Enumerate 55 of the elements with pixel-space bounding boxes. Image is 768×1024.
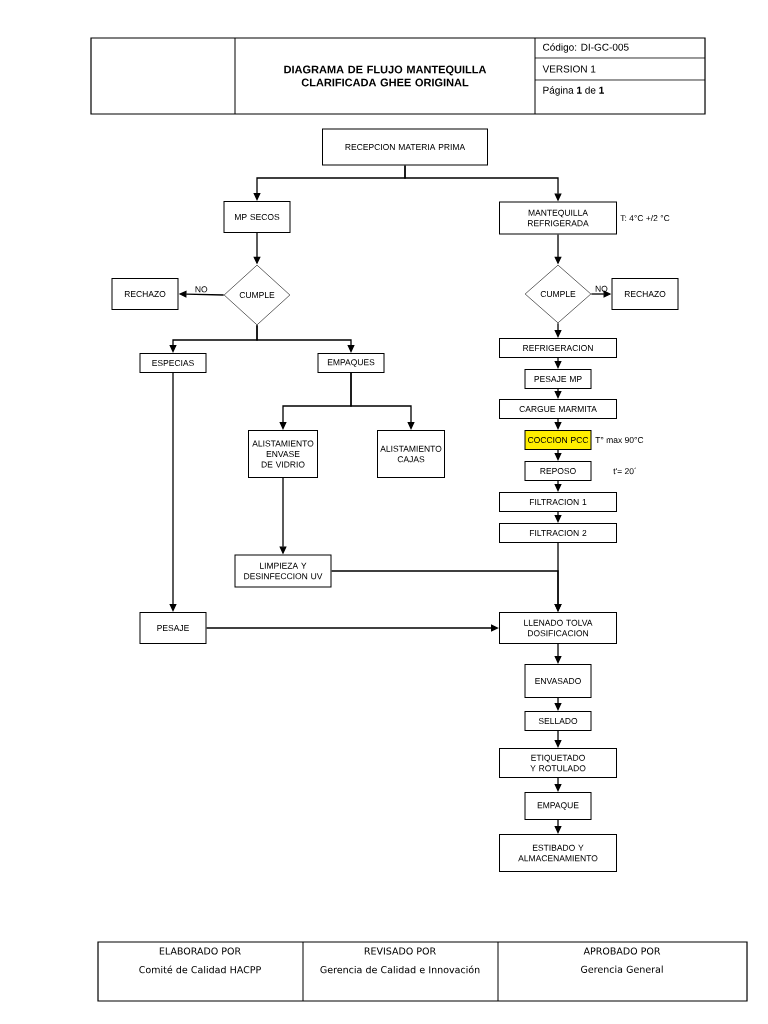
process-box: LIMPIEZA Y DESINFECCION UV xyxy=(234,554,332,588)
process-box: LLENADO TOLVA DOSIFICACION xyxy=(499,612,617,644)
footer-text: Comité de Calidad HACPP xyxy=(139,965,261,974)
arrow xyxy=(554,697,562,711)
arrow xyxy=(554,480,562,492)
annotation: t'= 20´ xyxy=(613,467,636,475)
arrow xyxy=(554,730,562,748)
title: DIAGRAMA DE FLUJO MANTEQUILLA CLARIFICADA GHEE ORIGINAL xyxy=(284,65,487,87)
process-box: MP SECOS xyxy=(223,201,291,233)
arrow xyxy=(554,449,562,461)
process-box: PESAJE xyxy=(139,612,207,644)
arrow xyxy=(554,322,562,338)
process-box: CARGUE MARMITA xyxy=(499,399,617,419)
edge-label: NO xyxy=(195,286,208,293)
process-box: COCCION PCC xyxy=(524,430,592,450)
process-box: ALISTAMIENTO ENVASE DE VIDRIO xyxy=(248,430,318,478)
process-box: RECHAZO xyxy=(111,278,179,310)
arrow xyxy=(554,643,562,664)
arrow xyxy=(554,418,562,430)
process-box: RECEPCION MATERIA PRIMA xyxy=(322,128,488,166)
header-text: Página 1 de 1 xyxy=(543,86,604,96)
footer-text: Gerencia General xyxy=(581,965,663,973)
process-box: ESTIBADO Y ALMACENAMIENTO xyxy=(499,834,617,872)
arrow xyxy=(169,372,177,612)
arrow xyxy=(554,777,562,792)
process-box: FILTRACION 2 xyxy=(499,523,617,543)
arrow xyxy=(554,357,562,369)
process-box: ALISTAMIENTO CAJAS xyxy=(377,430,445,478)
process-box: RECHAZO xyxy=(611,278,679,310)
process-box: MANTEQUILLA REFRIGERADA xyxy=(499,201,617,235)
header-text: VERSION 1 xyxy=(542,65,596,73)
process-box: ETIQUETADO Y ROTULADO xyxy=(499,748,617,778)
arrow xyxy=(350,372,415,430)
footer-text: Gerencia de Calidad e Innovación xyxy=(320,965,480,974)
annotation: T: 4°C +/2 °C xyxy=(620,214,670,222)
arrow xyxy=(554,388,562,399)
footer-heading: APROBADO POR xyxy=(583,947,661,955)
process-box: REPOSO xyxy=(524,461,592,481)
process-box: ESPECIAS xyxy=(139,353,207,373)
annotation: T° max 90°C xyxy=(595,437,644,443)
arrow xyxy=(554,819,562,834)
process-box: PESAJE MP xyxy=(524,369,592,389)
process-box: ENVASADO xyxy=(524,664,592,698)
process-box: FILTRACION 1 xyxy=(499,492,617,512)
footer-heading: ELABORADO POR xyxy=(159,947,241,955)
footer-heading: REVISADO POR xyxy=(364,947,436,955)
arrow xyxy=(205,624,499,632)
arrow xyxy=(256,324,355,353)
process-box: SELLADO xyxy=(524,711,592,731)
arrow xyxy=(330,570,562,612)
arrow xyxy=(554,511,562,523)
process-box: EMPAQUE xyxy=(524,792,592,820)
header-text: Código: DI-GC-005 xyxy=(543,43,629,53)
process-box: REFRIGERACION xyxy=(499,338,617,358)
process-box: EMPAQUES xyxy=(317,353,385,373)
